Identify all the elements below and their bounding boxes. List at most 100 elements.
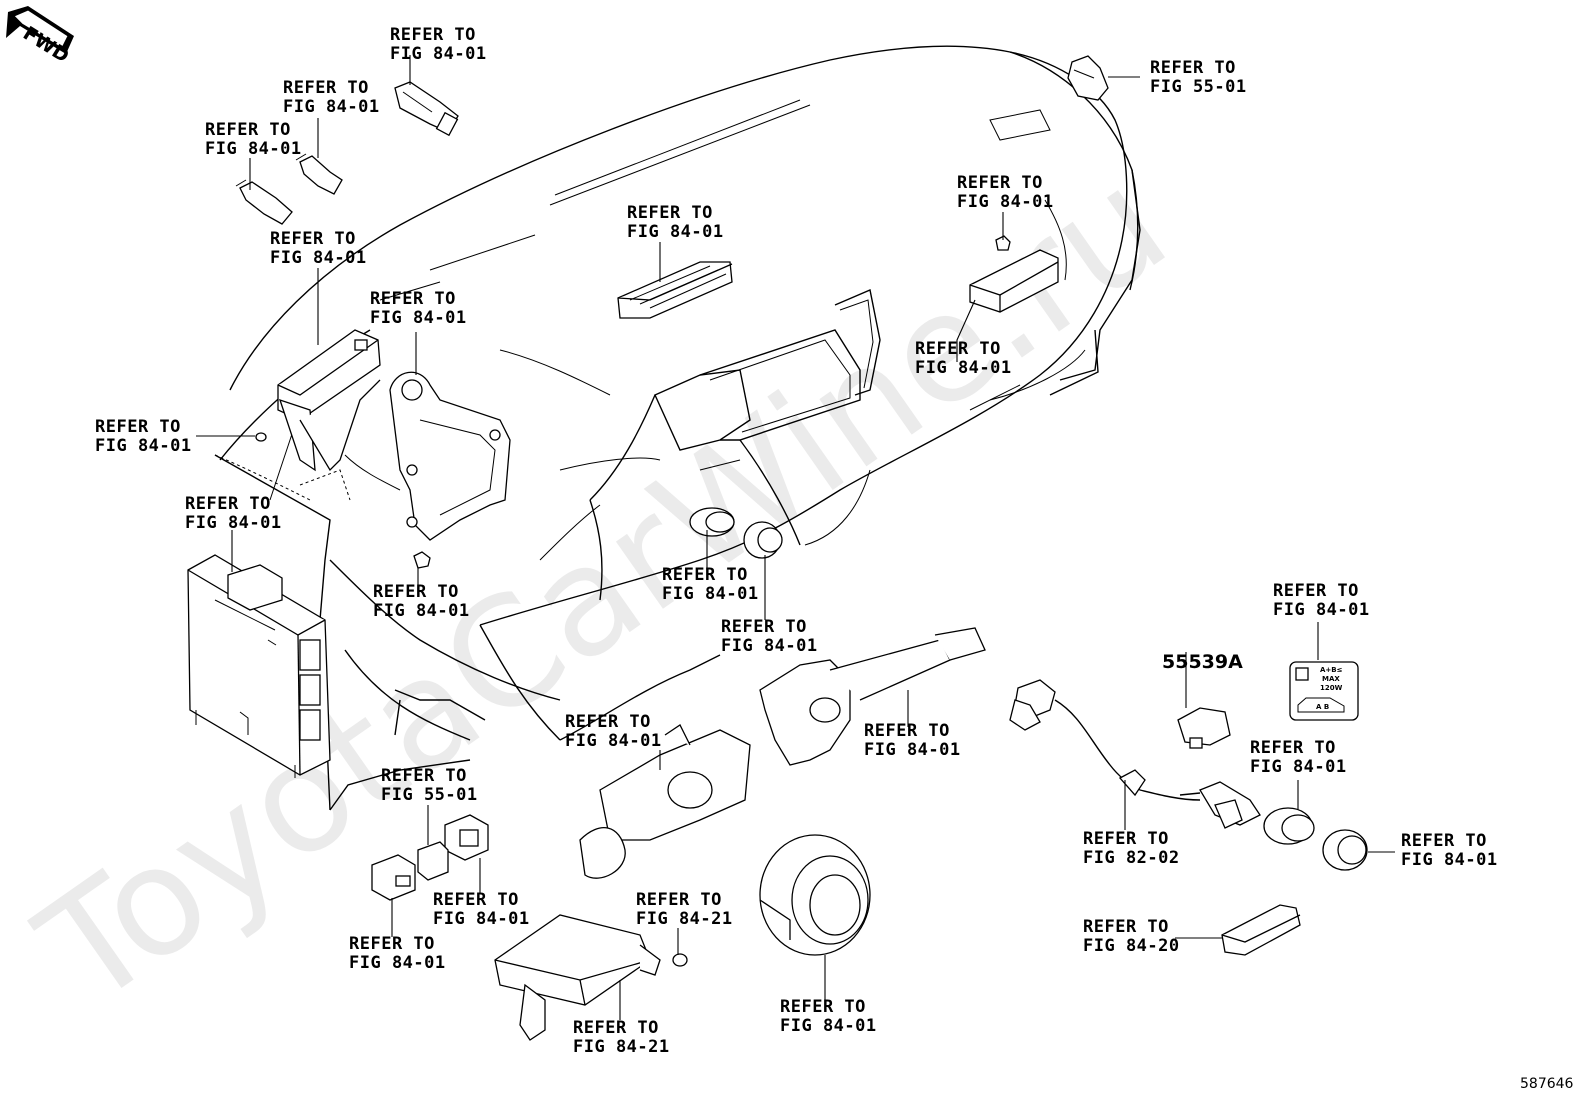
callout-line1: REFER TO xyxy=(957,173,1043,193)
wire-harness xyxy=(1009,679,1261,829)
hazard-switch-panel xyxy=(617,261,733,319)
outlet-label-line4: A B xyxy=(1316,703,1329,711)
callout-line2: FIG 84-01 xyxy=(95,436,192,456)
leader-lines xyxy=(196,55,1395,1020)
callout-c2: REFER TO FIG 84-01 xyxy=(283,78,380,117)
callout-line1: REFER TO xyxy=(1150,58,1236,78)
relay-block xyxy=(277,329,381,472)
callout-c4: REFER TO FIG 84-01 xyxy=(270,229,367,268)
outlet-label-line1: A+B≤ xyxy=(1320,666,1343,674)
callout-line1: REFER TO xyxy=(565,712,651,732)
callout-c1: REFER TO FIG 84-01 xyxy=(390,25,487,64)
callout-line1: REFER TO xyxy=(390,25,476,45)
callout-line1: REFER TO xyxy=(780,997,866,1017)
retainer-clip xyxy=(1067,55,1109,101)
stop-light-switch xyxy=(295,153,343,195)
callout-c12: REFER TO FIG 84-01 xyxy=(662,565,759,604)
spiral-cable xyxy=(759,834,871,956)
callout-line2: FIG 84-01 xyxy=(185,513,282,533)
callout-line1: REFER TO xyxy=(662,565,748,585)
callout-line2: FIG 55-01 xyxy=(381,785,478,805)
callout-c8: REFER TO FIG 84-01 xyxy=(373,582,470,621)
push-switches xyxy=(371,814,489,901)
callout-c10: REFER TO FIG 84-01 xyxy=(957,173,1054,212)
bolt xyxy=(672,953,688,967)
power-outlet-center xyxy=(689,507,783,559)
callout-c19: REFER TO FIG 84-21 xyxy=(636,890,733,929)
callout-line2: FIG 55-01 xyxy=(1150,77,1247,97)
combination-switch xyxy=(759,627,986,766)
ambient-sensor xyxy=(1221,904,1301,956)
callout-line2: FIG 84-01 xyxy=(915,358,1012,378)
callout-line2: FIG 84-01 xyxy=(864,740,961,760)
callout-c23: REFER TO FIG 84-01 xyxy=(1273,581,1370,620)
part-number-label: 55539A xyxy=(1162,651,1243,673)
callout-line2: FIG 84-01 xyxy=(957,192,1054,212)
callout-line1: REFER TO xyxy=(95,417,181,437)
instrument-panel-outline xyxy=(214,45,1141,811)
callout-c18: REFER TO FIG 84-01 xyxy=(433,890,530,929)
fwd-arrow-icon: FWD xyxy=(6,6,74,67)
callout-line1: REFER TO xyxy=(205,120,291,140)
nut xyxy=(413,551,431,569)
callout-line2: FIG 84-01 xyxy=(565,731,662,751)
callout-line2: FIG 84-01 xyxy=(283,97,380,117)
callout-line1: REFER TO xyxy=(1273,581,1359,601)
callout-line2: FIG 84-01 xyxy=(205,139,302,159)
sensor-module xyxy=(969,235,1059,313)
callout-line1: REFER TO xyxy=(915,339,1001,359)
callout-c11: REFER TO FIG 84-01 xyxy=(915,339,1012,378)
callout-line1: REFER TO xyxy=(185,494,271,514)
callout-line2: FIG 84-01 xyxy=(349,953,446,973)
callout-line2: FIG 84-01 xyxy=(662,584,759,604)
callout-line2: FIG 84-01 xyxy=(780,1016,877,1036)
callout-line2: FIG 84-01 xyxy=(370,308,467,328)
callout-line2: FIG 82-02 xyxy=(1083,848,1180,868)
callout-line2: FIG 84-21 xyxy=(573,1037,670,1057)
body-ecu xyxy=(187,554,331,778)
callout-c25b: REFER TO FIG 84-01 xyxy=(1401,831,1498,870)
callout-line1: REFER TO xyxy=(1083,829,1169,849)
callout-line2: FIG 84-01 xyxy=(433,909,530,929)
callout-c9: REFER TO FIG 84-01 xyxy=(627,203,723,242)
callout-line1: REFER TO xyxy=(721,617,807,637)
callout-line2: FIG 84-01 xyxy=(270,248,367,268)
callout-line2: FIG 84-01 xyxy=(1273,600,1370,620)
callout-c16: REFER TO FIG 55-01 xyxy=(381,766,478,805)
callout-line1: REFER TO xyxy=(864,721,950,741)
callout-c13: REFER TO FIG 55-01 xyxy=(1150,58,1247,97)
callout-line1: REFER TO xyxy=(627,203,713,223)
callout-line1: REFER TO xyxy=(381,766,467,786)
callout-line1: REFER TO xyxy=(373,582,459,602)
callout-c15: REFER TO FIG 84-01 xyxy=(864,721,961,760)
diagram-number: 587646 xyxy=(1520,1076,1574,1092)
callout-line1: REFER TO xyxy=(433,890,519,910)
mounting-bracket xyxy=(389,371,511,541)
callout-line1: REFER TO xyxy=(636,890,722,910)
callout-line2: FIG 84-21 xyxy=(636,909,733,929)
callout-line2: FIG 84-01 xyxy=(390,44,487,64)
callout-line1: REFER TO xyxy=(1250,738,1336,758)
callout-line1: REFER TO xyxy=(573,1018,659,1038)
callout-c26: REFER TO FIG 84-20 xyxy=(1083,917,1180,956)
callout-c20: REFER TO FIG 84-21 xyxy=(573,1018,670,1057)
callout-line2: FIG 84-01 xyxy=(373,601,470,621)
outlet-label-line3: 120W xyxy=(1320,684,1343,692)
callout-line2: FIG 84-20 xyxy=(1083,936,1180,956)
callout-c7: REFER TO FIG 84-01 xyxy=(185,494,282,533)
airbag-sensor-assembly xyxy=(494,914,661,1041)
part-55539a xyxy=(1177,707,1231,749)
outlet-label-line2: MAX xyxy=(1322,675,1340,683)
callout-line1: REFER TO xyxy=(283,78,369,98)
callout-c17: REFER TO FIG 84-01 xyxy=(565,712,662,751)
callout-line2: FIG 84-01 xyxy=(1401,850,1498,870)
clip xyxy=(255,432,267,442)
power-outlet-right xyxy=(1263,807,1368,871)
clutch-switch xyxy=(235,179,293,225)
pressure-switch-top xyxy=(394,81,459,137)
callout-c6: REFER TO FIG 84-01 xyxy=(95,417,192,456)
callout-c24: REFER TO FIG 82-02 xyxy=(1083,829,1180,868)
callout-c25: REFER TO FIG 84-01 xyxy=(1250,738,1347,777)
callout-line2: FIG 84-01 xyxy=(1250,757,1347,777)
